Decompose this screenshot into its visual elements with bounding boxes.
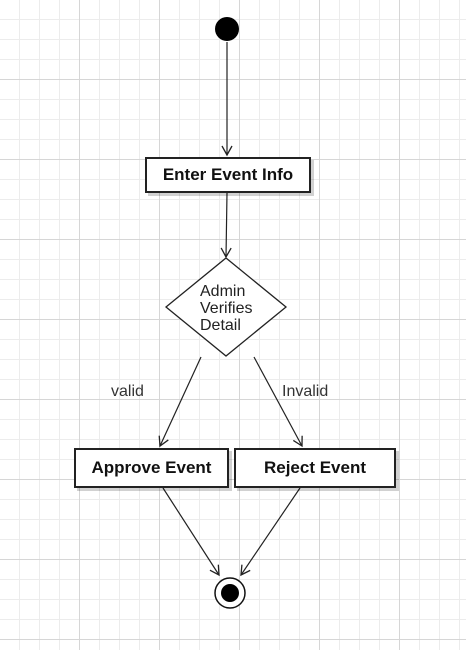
- action-reject-event[interactable]: Reject Event: [234, 448, 396, 488]
- decision-label: Admin Verifies Detail: [200, 283, 252, 334]
- action-enter-event-info[interactable]: Enter Event Info: [145, 157, 311, 193]
- decision-label-line-3: Detail: [200, 317, 241, 334]
- action-approve-event-label: Approve Event: [91, 458, 212, 477]
- decision-label-line-2: Verifies: [200, 300, 253, 317]
- edge-reject-to-final[interactable]: [240, 487, 301, 577]
- action-reject-event-label: Reject Event: [263, 458, 367, 477]
- decision-label-line-1: Admin: [200, 283, 246, 300]
- final-node-inner: [221, 584, 239, 602]
- edge-decision-valid-to-approve[interactable]: [158, 356, 202, 448]
- guard-valid-label: valid: [111, 383, 144, 400]
- edge-approve-to-final[interactable]: [162, 487, 220, 577]
- edge-enter-to-decision[interactable]: [220, 192, 232, 259]
- initial-node[interactable]: [215, 17, 239, 41]
- guard-invalid-label: Invalid: [282, 383, 329, 400]
- action-enter-event-info-label: Enter Event Info: [162, 165, 294, 184]
- action-approve-event[interactable]: Approve Event: [74, 448, 229, 488]
- edge-decision-invalid-to-reject[interactable]: [253, 356, 303, 448]
- decision-node[interactable]: [164, 257, 288, 357]
